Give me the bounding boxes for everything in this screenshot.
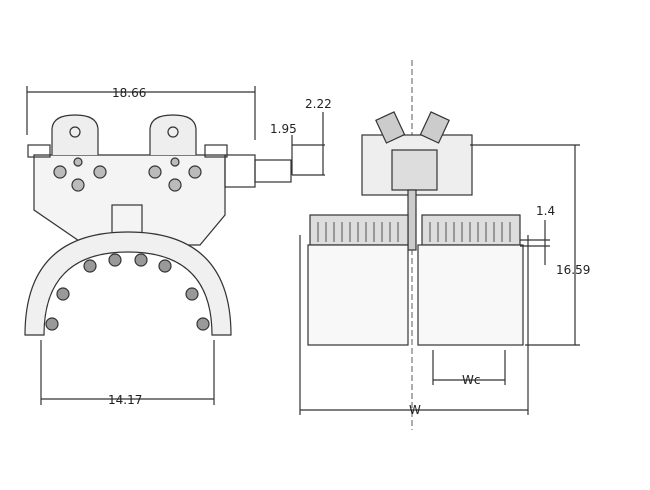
dim-2-22: 2.22	[305, 97, 332, 111]
dim-18-66: 18.66	[112, 86, 146, 100]
dim-14-17: 14.17	[108, 393, 142, 407]
dim-1-4: 1.4	[536, 204, 555, 218]
front-view-trolley	[24, 86, 325, 405]
dim-16-59: 16.59	[556, 263, 590, 277]
dim-w: W	[409, 403, 421, 417]
dim-wc: Wc	[462, 373, 480, 387]
dim-1-95: 1.95	[270, 122, 297, 136]
side-view-trolley	[299, 60, 580, 430]
